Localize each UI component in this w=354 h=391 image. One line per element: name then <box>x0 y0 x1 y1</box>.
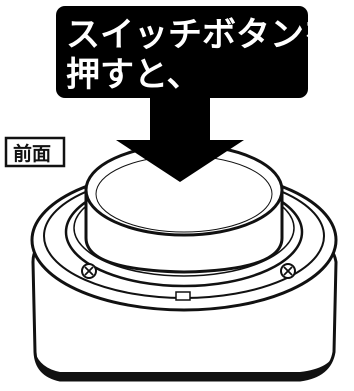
callout-box <box>56 6 308 98</box>
press-arrow-icon <box>116 84 244 182</box>
callout-line-1: スイッチボタンを <box>66 15 338 55</box>
front-tab <box>175 291 191 301</box>
side-label-box <box>4 136 66 168</box>
screw-right <box>280 263 296 279</box>
switch-button <box>84 143 284 274</box>
side-label: 前面 <box>13 142 51 165</box>
screw-left <box>81 263 97 279</box>
callout-line-2: 押すと、 <box>66 55 201 95</box>
base-bottom-edge <box>35 352 334 380</box>
